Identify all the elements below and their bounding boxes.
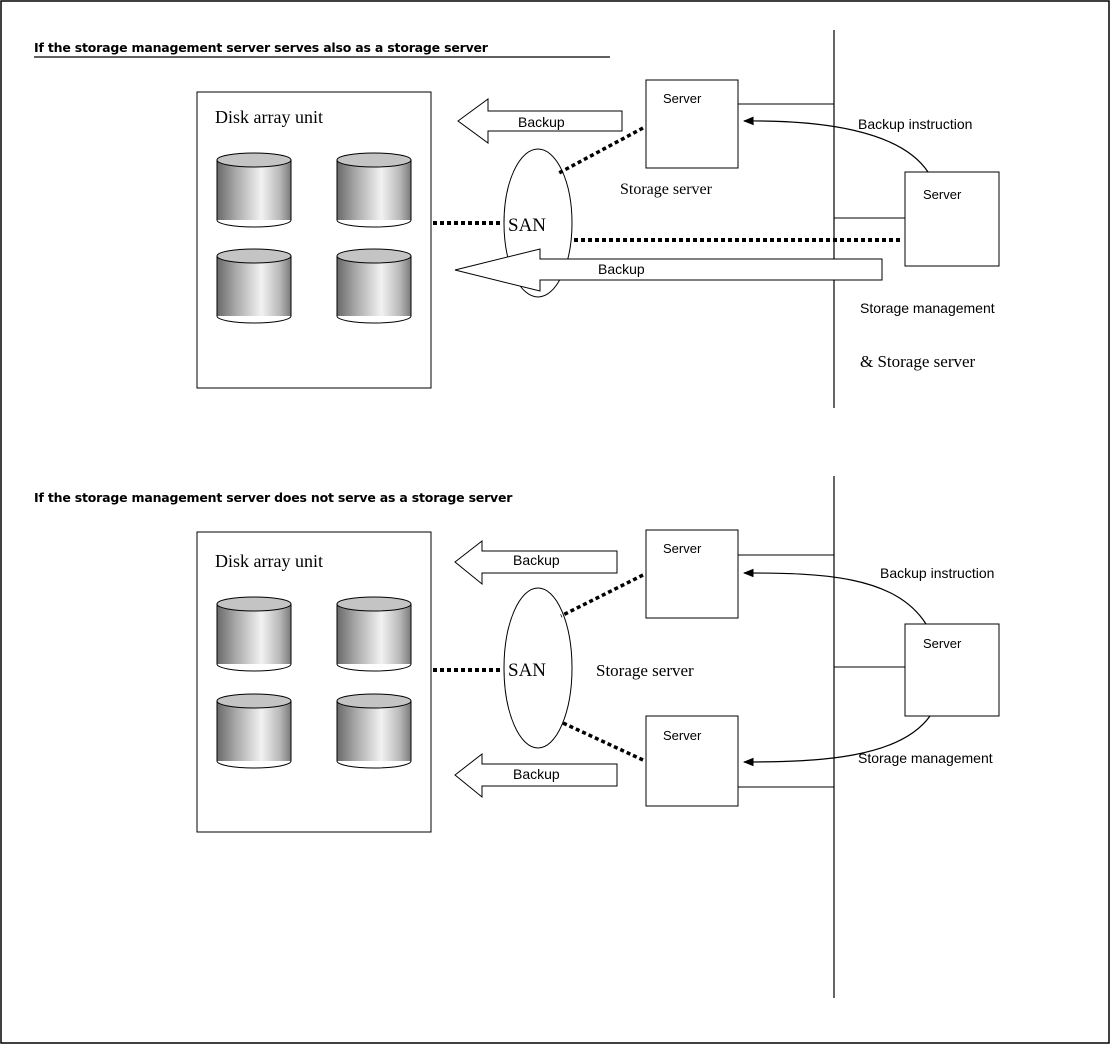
backup-arrow bbox=[454, 752, 618, 799]
storage-server-box-label: Server bbox=[663, 541, 702, 556]
storage-server-box bbox=[645, 715, 739, 807]
storage-server-box-label: Server bbox=[663, 728, 702, 743]
diagram-1-heading: If the storage management server serves … bbox=[34, 40, 489, 55]
mgmt-server-box bbox=[904, 623, 1000, 717]
disk-cylinder bbox=[336, 248, 412, 324]
mgmt-server-box-label: Server bbox=[923, 636, 962, 651]
storage-server-box-label: Server bbox=[663, 91, 702, 106]
diagram-1: If the storage management server serves … bbox=[34, 30, 1000, 408]
san-to-server-link bbox=[556, 126, 644, 176]
san-label: SAN bbox=[508, 215, 546, 236]
san-to-server-link bbox=[562, 721, 644, 762]
mgmt-server-box-label: Server bbox=[923, 187, 962, 202]
backup-arrow bbox=[454, 539, 618, 586]
diagram-2-heading: If the storage management server does no… bbox=[34, 490, 513, 505]
san-ellipse bbox=[503, 587, 573, 749]
disk-array-unit bbox=[196, 531, 432, 833]
backup-instruction-arrow bbox=[742, 715, 931, 767]
disk-cylinder bbox=[336, 596, 412, 672]
backup-instruction-arrow bbox=[742, 568, 927, 625]
backup-arrow-label: Backup bbox=[513, 552, 560, 568]
san-label: SAN bbox=[508, 660, 546, 681]
disk-cylinder bbox=[216, 152, 292, 228]
mgmt-caption-line1: Storage management bbox=[860, 300, 995, 316]
backup-instruction-label: Backup instruction bbox=[880, 565, 994, 581]
disk-cylinder bbox=[216, 596, 292, 672]
disk-array-unit bbox=[196, 91, 432, 389]
mgmt-caption-line2: & Storage server bbox=[860, 352, 976, 371]
backup-arrow-label: Backup bbox=[513, 766, 560, 782]
backup-instruction-arrow bbox=[742, 116, 929, 173]
mgmt-server-box bbox=[904, 171, 1000, 267]
storage-server-caption: Storage server bbox=[596, 661, 694, 680]
disk-cylinder bbox=[336, 693, 412, 769]
disk-array-label: Disk array unit bbox=[215, 107, 323, 127]
backup-instruction-label: Backup instruction bbox=[858, 116, 972, 132]
disk-cylinder bbox=[216, 693, 292, 769]
mgmt-caption: Storage management bbox=[858, 750, 993, 766]
storage-server-box bbox=[645, 529, 739, 619]
disk-cylinder bbox=[336, 152, 412, 228]
san-to-server-link bbox=[560, 573, 644, 618]
storage-server-box bbox=[645, 79, 739, 169]
backup-arrow-label: Backup bbox=[518, 114, 565, 130]
backup-arrow bbox=[457, 98, 623, 144]
storage-server-caption: Storage server bbox=[620, 181, 713, 198]
disk-array-label: Disk array unit bbox=[215, 551, 323, 571]
diagram-2: If the storage management server does no… bbox=[34, 476, 1000, 998]
backup-arrow-label: Backup bbox=[598, 261, 645, 277]
backup-arrow bbox=[454, 248, 883, 292]
disk-cylinder bbox=[216, 248, 292, 324]
